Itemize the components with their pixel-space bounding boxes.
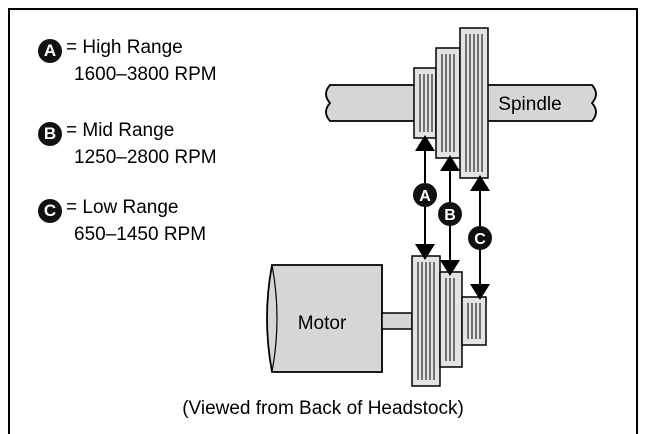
badge-c: C <box>468 226 492 250</box>
legend-item-mid: B= Mid Range 1250–2800 RPM <box>38 119 217 170</box>
svg-text:C: C <box>474 231 486 248</box>
svg-text:A: A <box>419 188 431 205</box>
legend-name-mid: = Mid Range <box>66 120 175 141</box>
legend-rpm-mid: 1250–2800 RPM <box>74 147 217 168</box>
legend-badge-b: B <box>38 122 62 146</box>
legend-name-high: = High Range <box>66 37 183 58</box>
legend-rpm-high: 1600–3800 RPM <box>74 64 217 85</box>
badge-b: B <box>438 202 462 226</box>
legend-badge-c: C <box>38 199 62 223</box>
motor-pulley-stack <box>411 255 487 387</box>
legend-badge-a: A <box>38 39 62 63</box>
motor-body <box>266 264 413 373</box>
svg-text:B: B <box>444 207 456 224</box>
legend-name-low: = Low Range <box>66 197 179 218</box>
spindle-pulley-mid <box>435 47 461 159</box>
legend-item-low: C= Low Range 650–1450 RPM <box>38 196 206 247</box>
motor-pulley-small <box>461 296 487 346</box>
motor-shaft <box>381 312 413 330</box>
badge-a: A <box>413 183 437 207</box>
legend-item-high: A= High Range 1600–3800 RPM <box>38 36 217 87</box>
motor-label: Motor <box>298 313 347 334</box>
legend-rpm-low: 650–1450 RPM <box>74 224 207 245</box>
motor-pulley-mid <box>439 271 463 368</box>
diagram-caption: (Viewed from Back of Headstock) <box>182 398 464 419</box>
spindle-label: Spindle <box>498 94 561 115</box>
spindle-pulley-small <box>413 67 437 139</box>
